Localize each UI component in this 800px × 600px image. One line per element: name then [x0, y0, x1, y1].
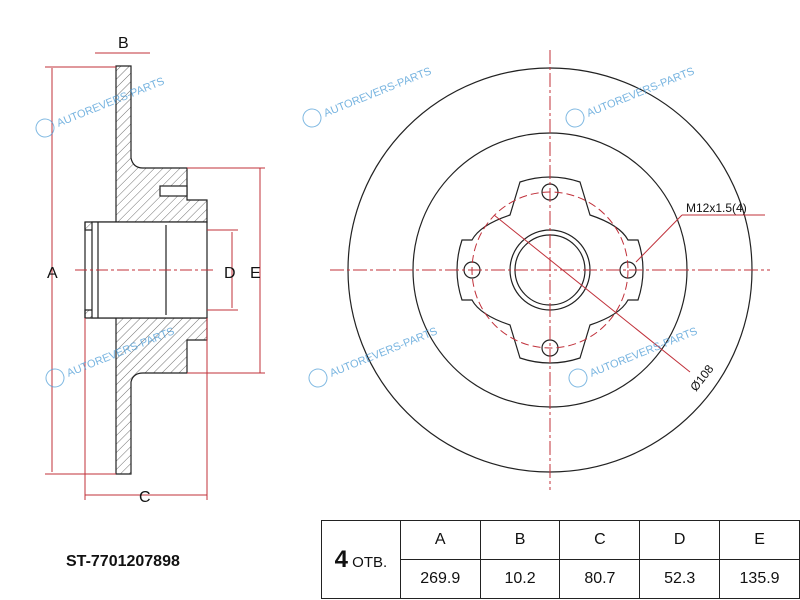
thread-label: M12x1.5(4)	[686, 201, 747, 215]
value-a: 269.9	[399, 559, 481, 599]
value-d: 52.3	[639, 559, 721, 599]
front-centerlines	[330, 50, 770, 490]
watermark-logo-icon	[45, 368, 65, 388]
disc-plate-section-lower	[84, 309, 208, 475]
svg-text:AUTOREVERS-PARTS: AUTOREVERS-PARTS	[55, 75, 166, 129]
watermark-logo-icon	[565, 108, 585, 128]
holes-unit: ОТВ.	[352, 553, 388, 571]
header-e: E	[719, 520, 800, 560]
value-c: 80.7	[559, 559, 641, 599]
svg-text:AUTOREVERS-PARTS: AUTOREVERS-PARTS	[322, 65, 433, 119]
svg-text:AUTOREVERS-PARTS: AUTOREVERS-PARTS	[585, 65, 696, 119]
dim-label-d: D	[224, 265, 236, 282]
dim-label-c: C	[139, 489, 151, 506]
header-b: B	[479, 520, 561, 560]
header-a: A	[399, 520, 481, 560]
holes-count: 4	[334, 545, 348, 573]
pcd-label: Ø108	[687, 362, 716, 394]
dim-label-e: E	[250, 265, 261, 282]
watermark-logo-icon	[302, 108, 322, 128]
value-e: 135.9	[719, 559, 800, 599]
dim-label-b: B	[118, 35, 129, 52]
header-d: D	[639, 520, 721, 560]
value-b: 10.2	[479, 559, 561, 599]
dimension-lines	[45, 52, 265, 500]
watermark-logo-icon	[308, 368, 328, 388]
dimensions-table: 4 ОТВ. A B C D E 269.9 10.2 80.7 52.3 13…	[321, 520, 800, 599]
dim-label-a: A	[47, 265, 58, 282]
svg-text:AUTOREVERS-PARTS: AUTOREVERS-PARTS	[588, 325, 699, 379]
holes-cell: 4 ОТВ.	[321, 520, 401, 599]
header-c: C	[559, 520, 641, 560]
svg-text:AUTOREVERS-PARTS: AUTOREVERS-PARTS	[328, 325, 439, 379]
watermark-logo-icon	[35, 118, 55, 138]
watermark-logo-icon	[568, 368, 588, 388]
part-number: ST-7701207898	[66, 553, 180, 570]
